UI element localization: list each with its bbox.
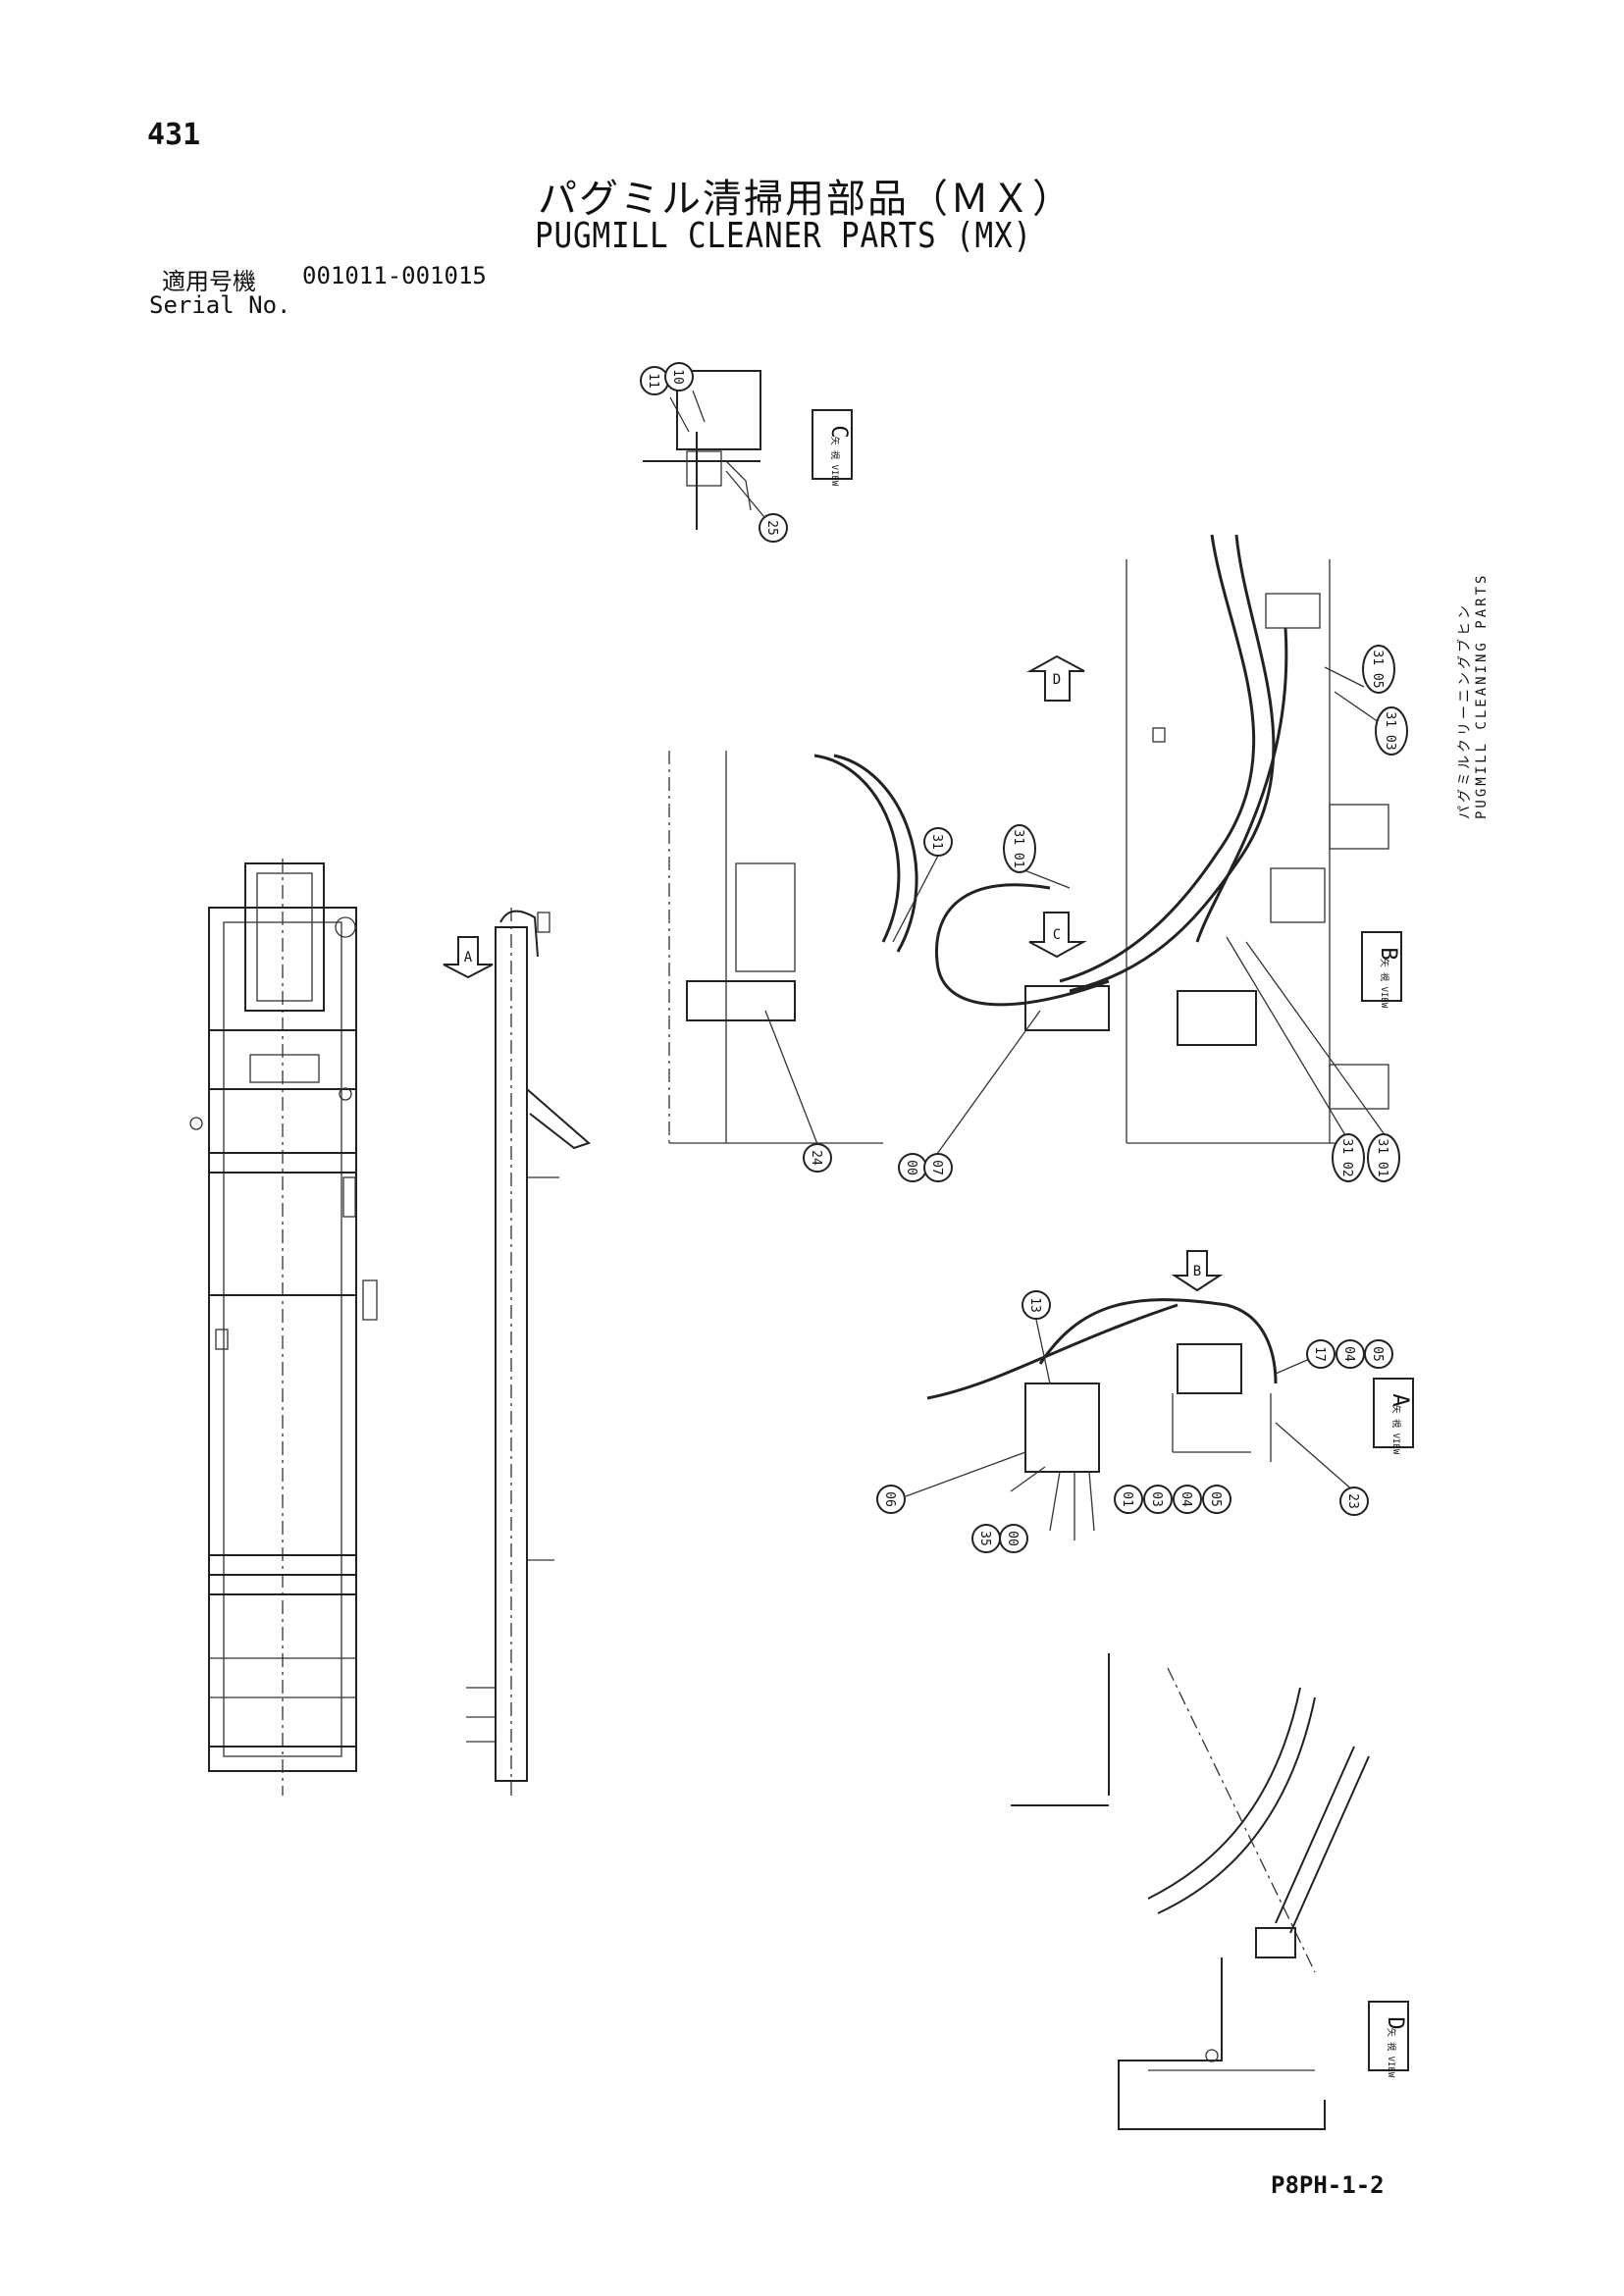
leader-lines: [669, 390, 1392, 1497]
svg-text:35: 35: [977, 1531, 992, 1546]
machine-frame-side-view: [466, 908, 591, 1796]
svg-text:B: B: [1376, 947, 1400, 960]
callout-24: 24: [803, 1143, 832, 1173]
callout-06: 06: [876, 1485, 906, 1514]
svg-text:17: 17: [1312, 1346, 1327, 1362]
svg-text:A: A: [1388, 1393, 1412, 1406]
page-number: 431: [147, 118, 201, 152]
callout-07: 07: [923, 1153, 953, 1182]
svg-text:31 01: 31 01: [1011, 829, 1025, 867]
page-title-english: PUGMILL CLEANER PARTS (MX): [535, 216, 1032, 256]
svg-text:矢 視 VIEW: 矢 視 VIEW: [1379, 959, 1390, 1009]
svg-text:05: 05: [1208, 1491, 1223, 1507]
svg-text:C: C: [1053, 927, 1061, 943]
callout-11: 11: [640, 366, 669, 395]
callout-05-a: 05: [1364, 1339, 1393, 1369]
svg-text:04: 04: [1179, 1491, 1193, 1507]
callout-23: 23: [1339, 1487, 1369, 1516]
svg-text:05: 05: [1370, 1346, 1385, 1362]
callout-25: 25: [759, 513, 788, 543]
hydraulic-main-layout: [668, 534, 1389, 1144]
callout-05-b: 05: [1202, 1485, 1231, 1514]
callout-13: 13: [1022, 1290, 1051, 1320]
svg-text:A: A: [464, 950, 473, 965]
callout-17: 17: [1306, 1339, 1336, 1369]
svg-text:00: 00: [1005, 1531, 1020, 1546]
svg-text:C: C: [826, 425, 851, 438]
serial-range: 001011-001015: [302, 262, 487, 289]
svg-text:矢 視 VIEW: 矢 視 VIEW: [1390, 1405, 1402, 1455]
callout-01: 01: [1114, 1485, 1143, 1514]
svg-text:04: 04: [1341, 1346, 1356, 1362]
svg-text:矢 視 VIEW: 矢 視 VIEW: [829, 437, 841, 487]
svg-text:23: 23: [1345, 1493, 1360, 1509]
view-c-detail: [643, 370, 761, 530]
svg-text:31 02: 31 02: [1339, 1138, 1354, 1176]
serial-label-english: Serial No.: [149, 291, 291, 319]
callout-04-a: 04: [1336, 1339, 1365, 1369]
svg-text:01: 01: [1120, 1491, 1134, 1507]
page-title-japanese: パグミル清掃用部品（ＭＸ）: [538, 177, 1074, 222]
svg-text:D: D: [1053, 672, 1061, 688]
svg-text:06: 06: [882, 1491, 897, 1507]
callout-10: 10: [664, 362, 694, 391]
view-d-label: D 矢 視 VIEW: [1368, 2001, 1409, 2078]
side-caption: パグミルクリーニングブヒン PUGMILL CLEANING PARTS: [1457, 573, 1491, 819]
view-arrow-letters: A C D B: [464, 672, 1201, 1279]
callout-31-01-a: 31 01: [1003, 824, 1036, 873]
svg-text:03: 03: [1149, 1491, 1164, 1507]
svg-text:D: D: [1383, 2016, 1407, 2029]
svg-text:11: 11: [646, 373, 660, 389]
view-arrows: [443, 654, 1224, 1292]
callout-31-03: 31 03: [1375, 706, 1408, 756]
callout-35: 35: [971, 1524, 1001, 1553]
svg-text:31: 31: [929, 834, 944, 850]
callout-04-b: 04: [1173, 1485, 1202, 1514]
svg-text:31 05: 31 05: [1370, 650, 1385, 688]
view-a-label: A 矢 視 VIEW: [1373, 1378, 1414, 1455]
view-a-detail: [926, 1298, 1278, 1540]
view-c-label: C 矢 視 VIEW: [812, 409, 853, 487]
svg-text:31 03: 31 03: [1383, 711, 1397, 750]
svg-text:13: 13: [1027, 1297, 1042, 1313]
callout-31-02: 31 02: [1332, 1133, 1365, 1182]
callout-03: 03: [1143, 1485, 1173, 1514]
document-code: P8PH-1-2: [1271, 2171, 1385, 2199]
callout-31-05: 31 05: [1362, 645, 1395, 694]
svg-text:B: B: [1193, 1264, 1201, 1279]
svg-text:00: 00: [904, 1160, 918, 1175]
callout-31-01-b: 31 01: [1367, 1133, 1400, 1182]
serial-label-japanese: 適用号機: [162, 268, 256, 295]
view-b-label: B 矢 視 VIEW: [1361, 931, 1402, 1009]
callout-31-a: 31: [923, 827, 953, 857]
svg-text:07: 07: [929, 1160, 944, 1175]
side-caption-english: PUGMILL CLEANING PARTS: [1474, 572, 1490, 819]
svg-text:31 01: 31 01: [1375, 1138, 1389, 1176]
svg-text:矢 視 VIEW: 矢 視 VIEW: [1386, 2028, 1397, 2078]
svg-text:10: 10: [670, 369, 685, 385]
svg-text:24: 24: [809, 1150, 823, 1166]
side-caption-japanese: パグミルクリーニングブヒン: [1457, 602, 1473, 819]
view-d-detail: [1011, 1653, 1370, 2130]
svg-text:25: 25: [764, 520, 779, 536]
machine-frame-plan-view: [189, 859, 378, 1796]
callout-00-b: 00: [999, 1524, 1028, 1553]
callout-00-a: 00: [898, 1153, 927, 1182]
